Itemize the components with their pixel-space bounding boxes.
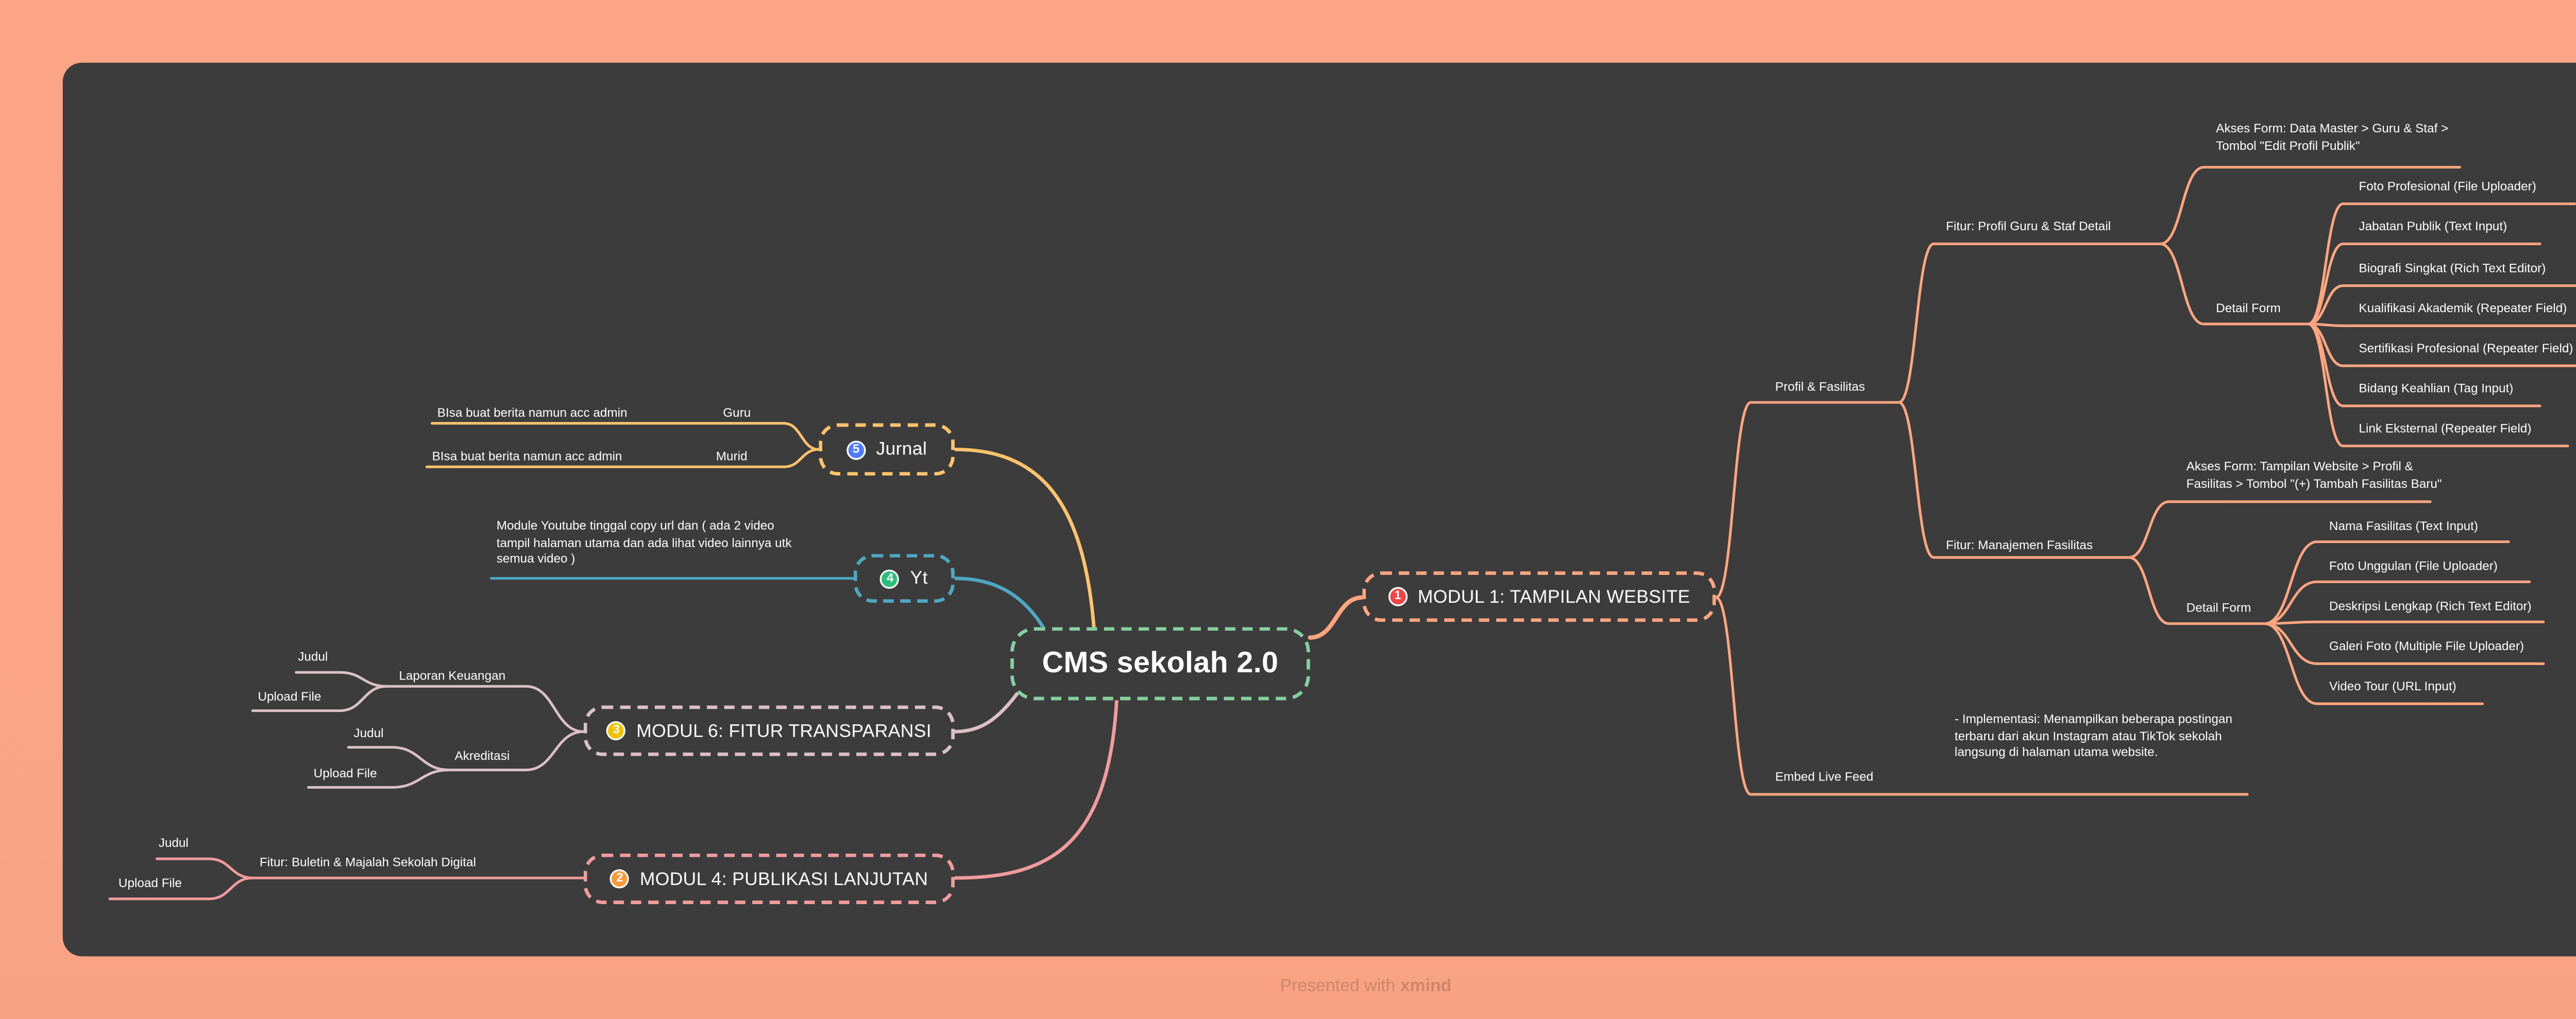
subtopic-detail-form-guru[interactable]: Detail Form (2216, 300, 2281, 316)
connector-line (2263, 622, 2318, 705)
embed-note[interactable]: - Implementasi: Menampilkan beberapa pos… (1954, 710, 2232, 760)
connector-line (208, 876, 254, 901)
topic-jurnal[interactable]: 5 Jurnal (819, 423, 955, 476)
connector-line (524, 685, 585, 733)
topic-label: Yt (910, 568, 928, 589)
subtopic-judul[interactable]: Judul (353, 725, 384, 741)
subtopic-judul[interactable]: Judul (158, 835, 189, 851)
connector-line (1715, 596, 1752, 796)
subtopic-laporan-keuangan[interactable]: Laporan Keuangan (399, 667, 506, 684)
yt-note[interactable]: Module Youtube tinggal copy url dan ( ad… (496, 517, 792, 566)
subtopic-akses-form-fasilitas[interactable]: Akses Form: Tampilan Website > Profil & … (2186, 458, 2442, 490)
form-field-item[interactable]: Link Eksternal (Repeater Field) (2359, 420, 2532, 436)
connector-line (524, 730, 585, 772)
connector-line (2263, 622, 2318, 665)
form-field-item[interactable]: Jabatan Publik (Text Input) (2359, 218, 2507, 234)
topic-yt[interactable]: 4 Yt (853, 554, 955, 603)
connector-line (338, 671, 388, 688)
subtopic-fitur-manajemen-fasilitas[interactable]: Fitur: Manajemen Fasilitas (1946, 537, 2093, 553)
connector-line (2159, 166, 2206, 245)
topic-label: Jurnal (876, 439, 927, 460)
priority-2-icon: 2 (610, 869, 630, 889)
connector-line (2307, 284, 2345, 326)
topic-modul-6[interactable]: 3 MODUL 6: FITUR TRANSPARANSI (583, 705, 955, 756)
form-field-item[interactable]: Biografi Singkat (Rich Text Editor) (2359, 260, 2546, 276)
form-field-item[interactable]: Nama Fasilitas (Text Input) (2329, 518, 2478, 534)
topic-label: MODUL 4: PUBLIKASI LANJUTAN (639, 868, 928, 890)
footer-prefix: Presented with (1280, 977, 1396, 997)
connector-line (208, 857, 254, 879)
connector-line (953, 576, 1047, 633)
connector-line (2307, 322, 2345, 448)
connector-line (1897, 242, 1935, 404)
subtopic-profil-fasilitas[interactable]: Profil & Fasilitas (1775, 378, 1865, 395)
form-field-item[interactable]: Bidang Keahlian (Tag Input) (2359, 380, 2514, 396)
priority-1-icon: 1 (1388, 587, 1408, 606)
form-field-item[interactable]: Sertifikasi Profesional (Repeater Field) (2359, 340, 2573, 356)
subtopic-judul[interactable]: Judul (298, 648, 328, 665)
connector-line (953, 691, 1020, 734)
connector-line (783, 422, 820, 451)
priority-3-icon: 3 (606, 721, 626, 741)
subtopic-akreditasi[interactable]: Akreditasi (454, 748, 510, 763)
topic-label: MODUL 1: TAMPILAN WEBSITE (1417, 586, 1690, 607)
connector-line (391, 746, 451, 772)
connector-line (2307, 242, 2345, 326)
subtopic-guru[interactable]: Guru (723, 404, 751, 420)
form-field-item[interactable]: Kualifikasi Akademik (Repeater Field) (2359, 300, 2567, 316)
connector-line (338, 685, 388, 712)
subtopic-fitur-buletin[interactable]: Fitur: Buletin & Majalah Sekolah Digital (259, 854, 476, 870)
connector-line (1715, 401, 1752, 599)
form-field-item[interactable]: Deskripsi Lengkap (Rich Text Editor) (2329, 598, 2532, 614)
priority-5-icon: 5 (846, 439, 866, 459)
form-field-item[interactable]: Foto Unggulan (File Uploader) (2329, 557, 2498, 574)
connector-line (953, 448, 1096, 631)
connector-line (391, 769, 451, 789)
central-topic[interactable]: CMS sekolah 2.0 (1010, 627, 1310, 701)
connector-line (2127, 556, 2171, 625)
connector-line (2263, 580, 2318, 625)
topic-label: MODUL 6: FITUR TRANSPARANSI (636, 720, 931, 741)
form-field-item[interactable]: Video Tour (URL Input) (2329, 678, 2456, 694)
central-topic-label: CMS sekolah 2.0 (1042, 646, 1279, 680)
subtopic-akses-form-guru[interactable]: Akses Form: Data Master > Guru & Staf > … (2216, 120, 2449, 152)
connector-line (1308, 595, 1365, 640)
subtopic-murid[interactable]: Murid (716, 448, 748, 464)
topic-modul-4[interactable]: 2 MODUL 4: PUBLIKASI LANJUTAN (583, 853, 955, 904)
form-field-item[interactable]: Foto Profesional (File Uploader) (2359, 178, 2536, 194)
xmind-brand[interactable]: xmind (1400, 977, 1452, 997)
connector-line (1897, 401, 1935, 559)
topic-modul-1[interactable]: 1 MODUL 1: TAMPILAN WEBSITE (1362, 571, 1716, 622)
subtopic-embed-live-feed[interactable]: Embed Live Feed (1775, 769, 1874, 785)
connector-line (783, 448, 820, 468)
murid-note[interactable]: BIsa buat berita namun acc admin (432, 448, 622, 464)
subtopic-upload-file[interactable]: Upload File (118, 875, 182, 891)
subtopic-upload-file[interactable]: Upload File (313, 765, 377, 781)
subtopic-detail-form-fasilitas[interactable]: Detail Form (2186, 600, 2251, 616)
connector-line (2263, 540, 2318, 625)
priority-4-icon: 4 (880, 569, 900, 588)
guru-note[interactable]: BIsa buat berita namun acc admin (437, 404, 628, 420)
footer-credit: Presented with xmind (0, 977, 2576, 996)
form-field-item[interactable]: Galeri Foto (Multiple File Uploader) (2329, 638, 2524, 654)
connector-line (2159, 242, 2206, 326)
subtopic-upload-file[interactable]: Upload File (258, 688, 321, 704)
connector-line (2127, 500, 2171, 559)
connector-line (953, 698, 1118, 880)
subtopic-fitur-profil-guru[interactable]: Fitur: Profil Guru & Staf Detail (1946, 218, 2111, 234)
